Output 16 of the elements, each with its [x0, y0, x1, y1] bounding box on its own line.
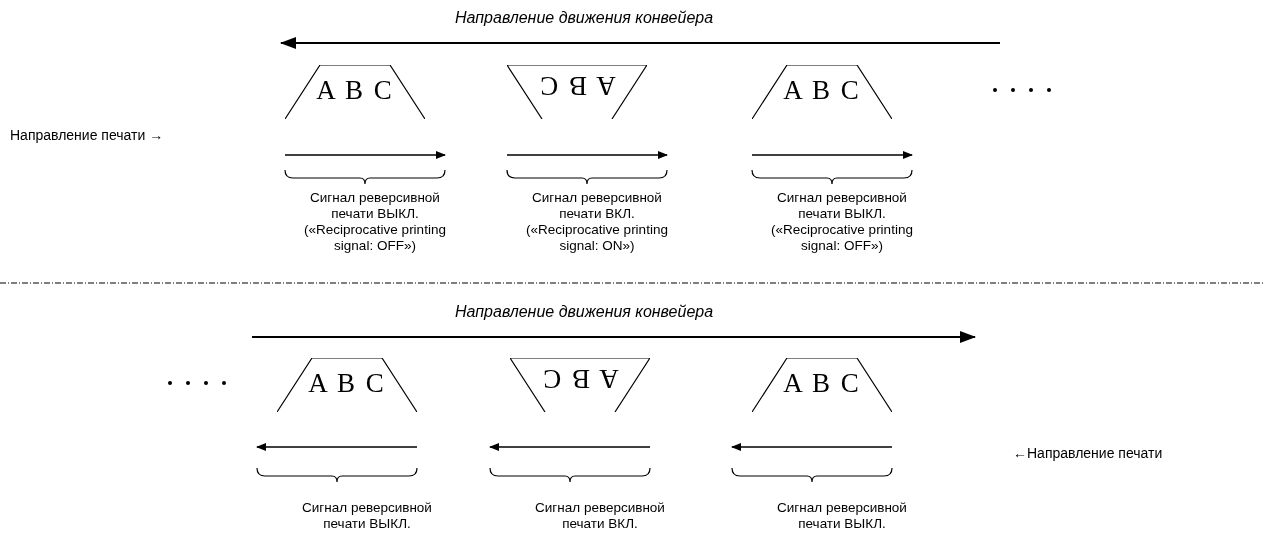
- print-direction-label: ←Направление печати: [1013, 445, 1163, 461]
- signal-caption: Сигнал реверсивной печати ВКЛ. («Reciprocative printing signal: ON»): [525, 190, 669, 254]
- trapezoid-print-sample: A B C: [285, 65, 425, 119]
- print-direction-label: Направление печати →: [10, 127, 164, 143]
- trapezoid-print-sample: A B C: [752, 65, 892, 119]
- signal-caption: Сигнал реверсивной печати ВЫКЛ. («Reciprocative printing signal: OFF»): [303, 190, 447, 254]
- trapezoid-print-sample: A B C: [752, 358, 892, 412]
- signal-caption: Сигнал реверсивной печати ВЫКЛ. («Reciprocative printing signal: OFF»): [770, 190, 914, 254]
- signal-caption: Сигнал реверсивной печати ВЫКЛ.: [776, 500, 908, 532]
- conveyor-direction-label: Направление движения конвейера: [455, 10, 714, 26]
- signal-caption: Сигнал реверсивной печати ВКЛ.: [534, 500, 666, 532]
- trapezoid-print-sample: A B C: [510, 358, 650, 412]
- conveyor-direction-label: Направление движения конвейера: [455, 304, 714, 320]
- signal-caption: Сигнал реверсивной печати ВЫКЛ.: [301, 500, 433, 532]
- trapezoid-print-sample: A B C: [507, 65, 647, 119]
- trapezoid-print-sample: A B C: [277, 358, 417, 412]
